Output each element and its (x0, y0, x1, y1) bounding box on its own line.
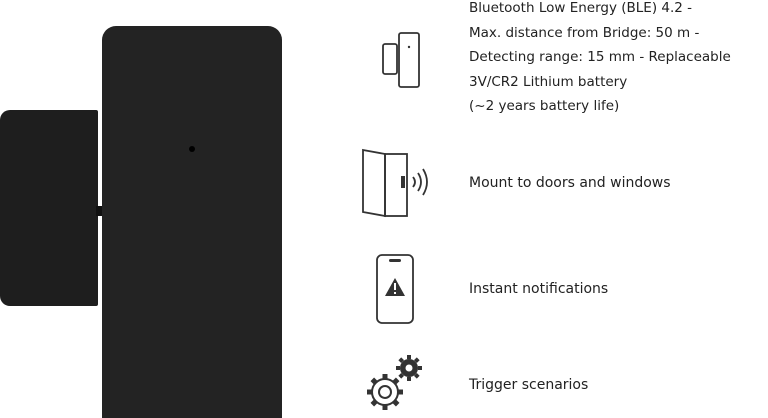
spec-line: 3V/CR2 Lithium battery (469, 73, 628, 90)
spec-line: Bluetooth Low Energy (BLE) 4.2 - (469, 0, 693, 16)
feature-mount: Mount to doors and windows (355, 148, 671, 218)
phone-warning-icon (355, 253, 435, 325)
spec-line: Max. distance from Bridge: 50 m - (469, 24, 700, 41)
sensor-icon (355, 29, 435, 89)
sensor-main-piece (102, 26, 282, 418)
spec-line: Detecting range: 15 mm - Replaceable (469, 49, 731, 65)
feature-label: Trigger scenarios (469, 377, 589, 393)
door-window-sensor-image (0, 0, 290, 418)
feature-scenarios: Trigger scenarios (355, 354, 588, 416)
door-signal-icon (355, 148, 435, 218)
feature-label: Mount to doors and windows (469, 175, 671, 191)
sensor-magnet-piece (0, 110, 102, 306)
spec-line: (~2 years battery life) (469, 98, 620, 114)
gears-icon (355, 354, 435, 416)
sensor-led-dot (189, 146, 195, 152)
feature-notifications: Instant notifications (355, 252, 608, 326)
feature-label: Instant notifications (469, 281, 609, 297)
feature-specs: Bluetooth Low Energy (BLE) 4.2 - Max. di… (355, 0, 731, 119)
